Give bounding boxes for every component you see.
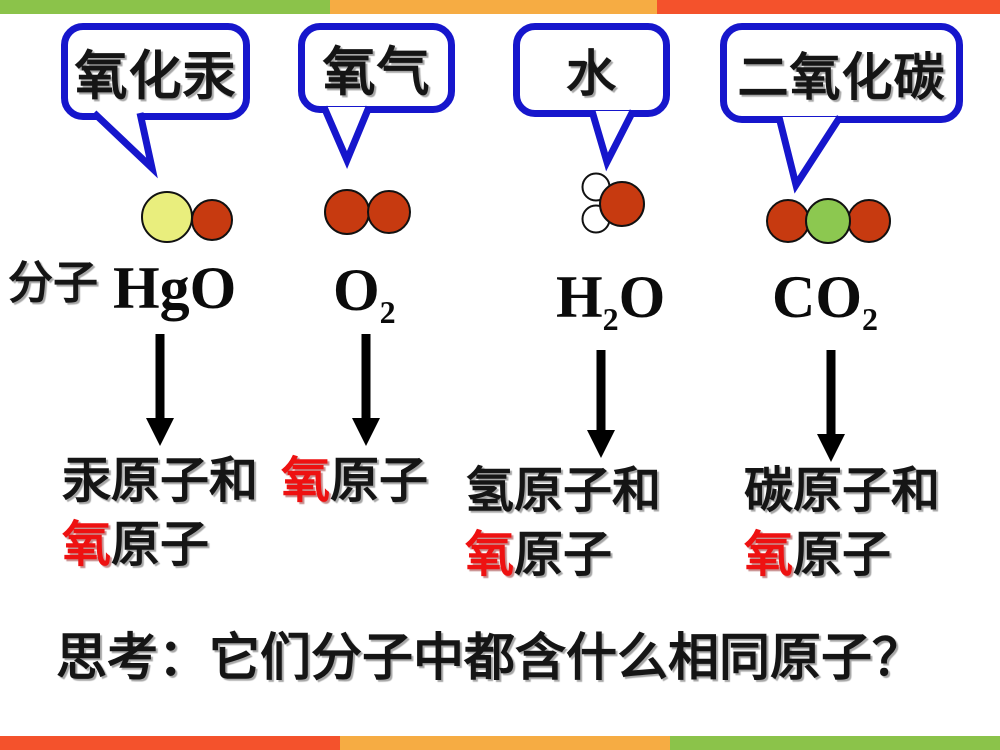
oxygen-atom (367, 190, 411, 234)
bubble-label-oxygen: 氧气 (322, 43, 431, 102)
arrow-stem (596, 350, 606, 431)
carbon-atom (805, 198, 851, 244)
thinking-question: 思考：它们分子中都含什么相同原子？ (56, 629, 924, 686)
arrow-down-h2o (587, 350, 615, 458)
molecule-o2 (324, 189, 411, 235)
formula-text: HgO (113, 255, 237, 321)
arrow-stem (361, 334, 371, 419)
bottom-bar-green-segment (670, 736, 1000, 750)
atoms-black-text: 原子 (111, 518, 210, 572)
formula-h2o: H2O (556, 263, 666, 335)
atoms-line: 碳原子和 (744, 459, 940, 523)
atoms-black-text: 碳原子和 (744, 464, 941, 518)
speech-bubble-mercury-oxide: 氧化汞 (61, 23, 250, 120)
mercury-atom (141, 191, 193, 243)
formula-text: CO (772, 264, 862, 330)
hydrogen-atom (581, 204, 611, 234)
molecule-co2 (766, 198, 891, 244)
molecule-row-label: 分子 (8, 257, 99, 308)
top-bar-red-segment (657, 0, 1000, 14)
arrow-down-co2 (817, 350, 845, 462)
bubble-tail-water (588, 109, 637, 172)
oxygen-atom (191, 199, 233, 241)
formula-text: O (333, 257, 380, 323)
atoms-red-oxygen-char: 氧 (62, 518, 112, 572)
bubble-label-water: 水 (566, 46, 617, 102)
arrow-head (817, 434, 845, 462)
atoms-red-oxygen-char: 氧 (744, 528, 794, 582)
bubble-tail-carbon-dioxide (775, 115, 843, 194)
bottom-border-bar (0, 736, 1000, 750)
arrow-stem (155, 334, 165, 419)
atoms-black-text: 氢原子和 (465, 464, 662, 518)
formula-subscript: 2 (602, 301, 619, 337)
atoms-line: 氢原子和 (465, 459, 661, 523)
atoms-black-text: 原子 (793, 528, 892, 582)
formula-o2: O2 (333, 256, 396, 328)
arrow-head (352, 418, 380, 446)
atoms-red-oxygen-char: 氧 (465, 528, 515, 582)
bubble-tail-oxygen (320, 105, 373, 169)
oxygen-atom (599, 181, 645, 227)
bubble-label-mercury-oxide: 氧化汞 (74, 46, 237, 106)
bubble-label-carbon-dioxide: 二氧化碳 (737, 49, 946, 106)
bottom-bar-red-segment (0, 736, 340, 750)
arrow-stem (826, 350, 836, 435)
molecule-hgo (141, 191, 233, 243)
atoms-red-oxygen-char: 氧 (281, 454, 331, 508)
atoms-black-text: 原子 (330, 454, 429, 508)
atoms-line: 氧原子 (62, 513, 258, 577)
top-bar-orange-segment (330, 0, 657, 14)
molecule-h2o (581, 172, 645, 234)
atoms-line: 氧原子 (465, 523, 661, 587)
atoms-black-text: 原子 (514, 528, 613, 582)
speech-bubble-oxygen: 氧气 (298, 23, 455, 113)
arrow-down-hgo (146, 334, 174, 446)
atoms-line: 氧原子 (744, 523, 940, 587)
formula-hgo: HgO (113, 254, 236, 323)
formula-text: O (618, 264, 666, 330)
oxygen-atom (324, 189, 370, 235)
bottom-bar-orange-segment (340, 736, 670, 750)
speech-bubble-carbon-dioxide: 二氧化碳 (720, 23, 963, 123)
top-border-bar (0, 0, 1000, 14)
atoms-text-hgo: 汞原子和 氧原子 (62, 449, 258, 577)
atoms-line: 汞原子和 (62, 449, 258, 513)
atoms-text-o2: 氧原子 (281, 449, 428, 513)
oxygen-atom (766, 199, 810, 243)
arrow-down-o2 (352, 334, 380, 446)
atoms-black-text: 汞原子和 (62, 454, 259, 508)
arrow-head (146, 418, 174, 446)
atoms-text-co2: 碳原子和 氧原子 (744, 459, 940, 587)
formula-text: H (556, 264, 603, 330)
oxygen-atom (847, 199, 891, 243)
bubble-tail-mercury-oxide (91, 110, 158, 179)
atoms-text-h2o: 氢原子和 氧原子 (465, 459, 661, 587)
atoms-line: 氧原子 (281, 449, 428, 513)
formula-co2: CO2 (772, 263, 878, 335)
formula-subscript: 2 (862, 301, 878, 337)
top-bar-green-segment (0, 0, 330, 14)
hydrogen-atom (581, 172, 611, 202)
formula-subscript: 2 (379, 294, 396, 330)
speech-bubble-water: 水 (513, 23, 670, 117)
arrow-head (587, 430, 615, 458)
